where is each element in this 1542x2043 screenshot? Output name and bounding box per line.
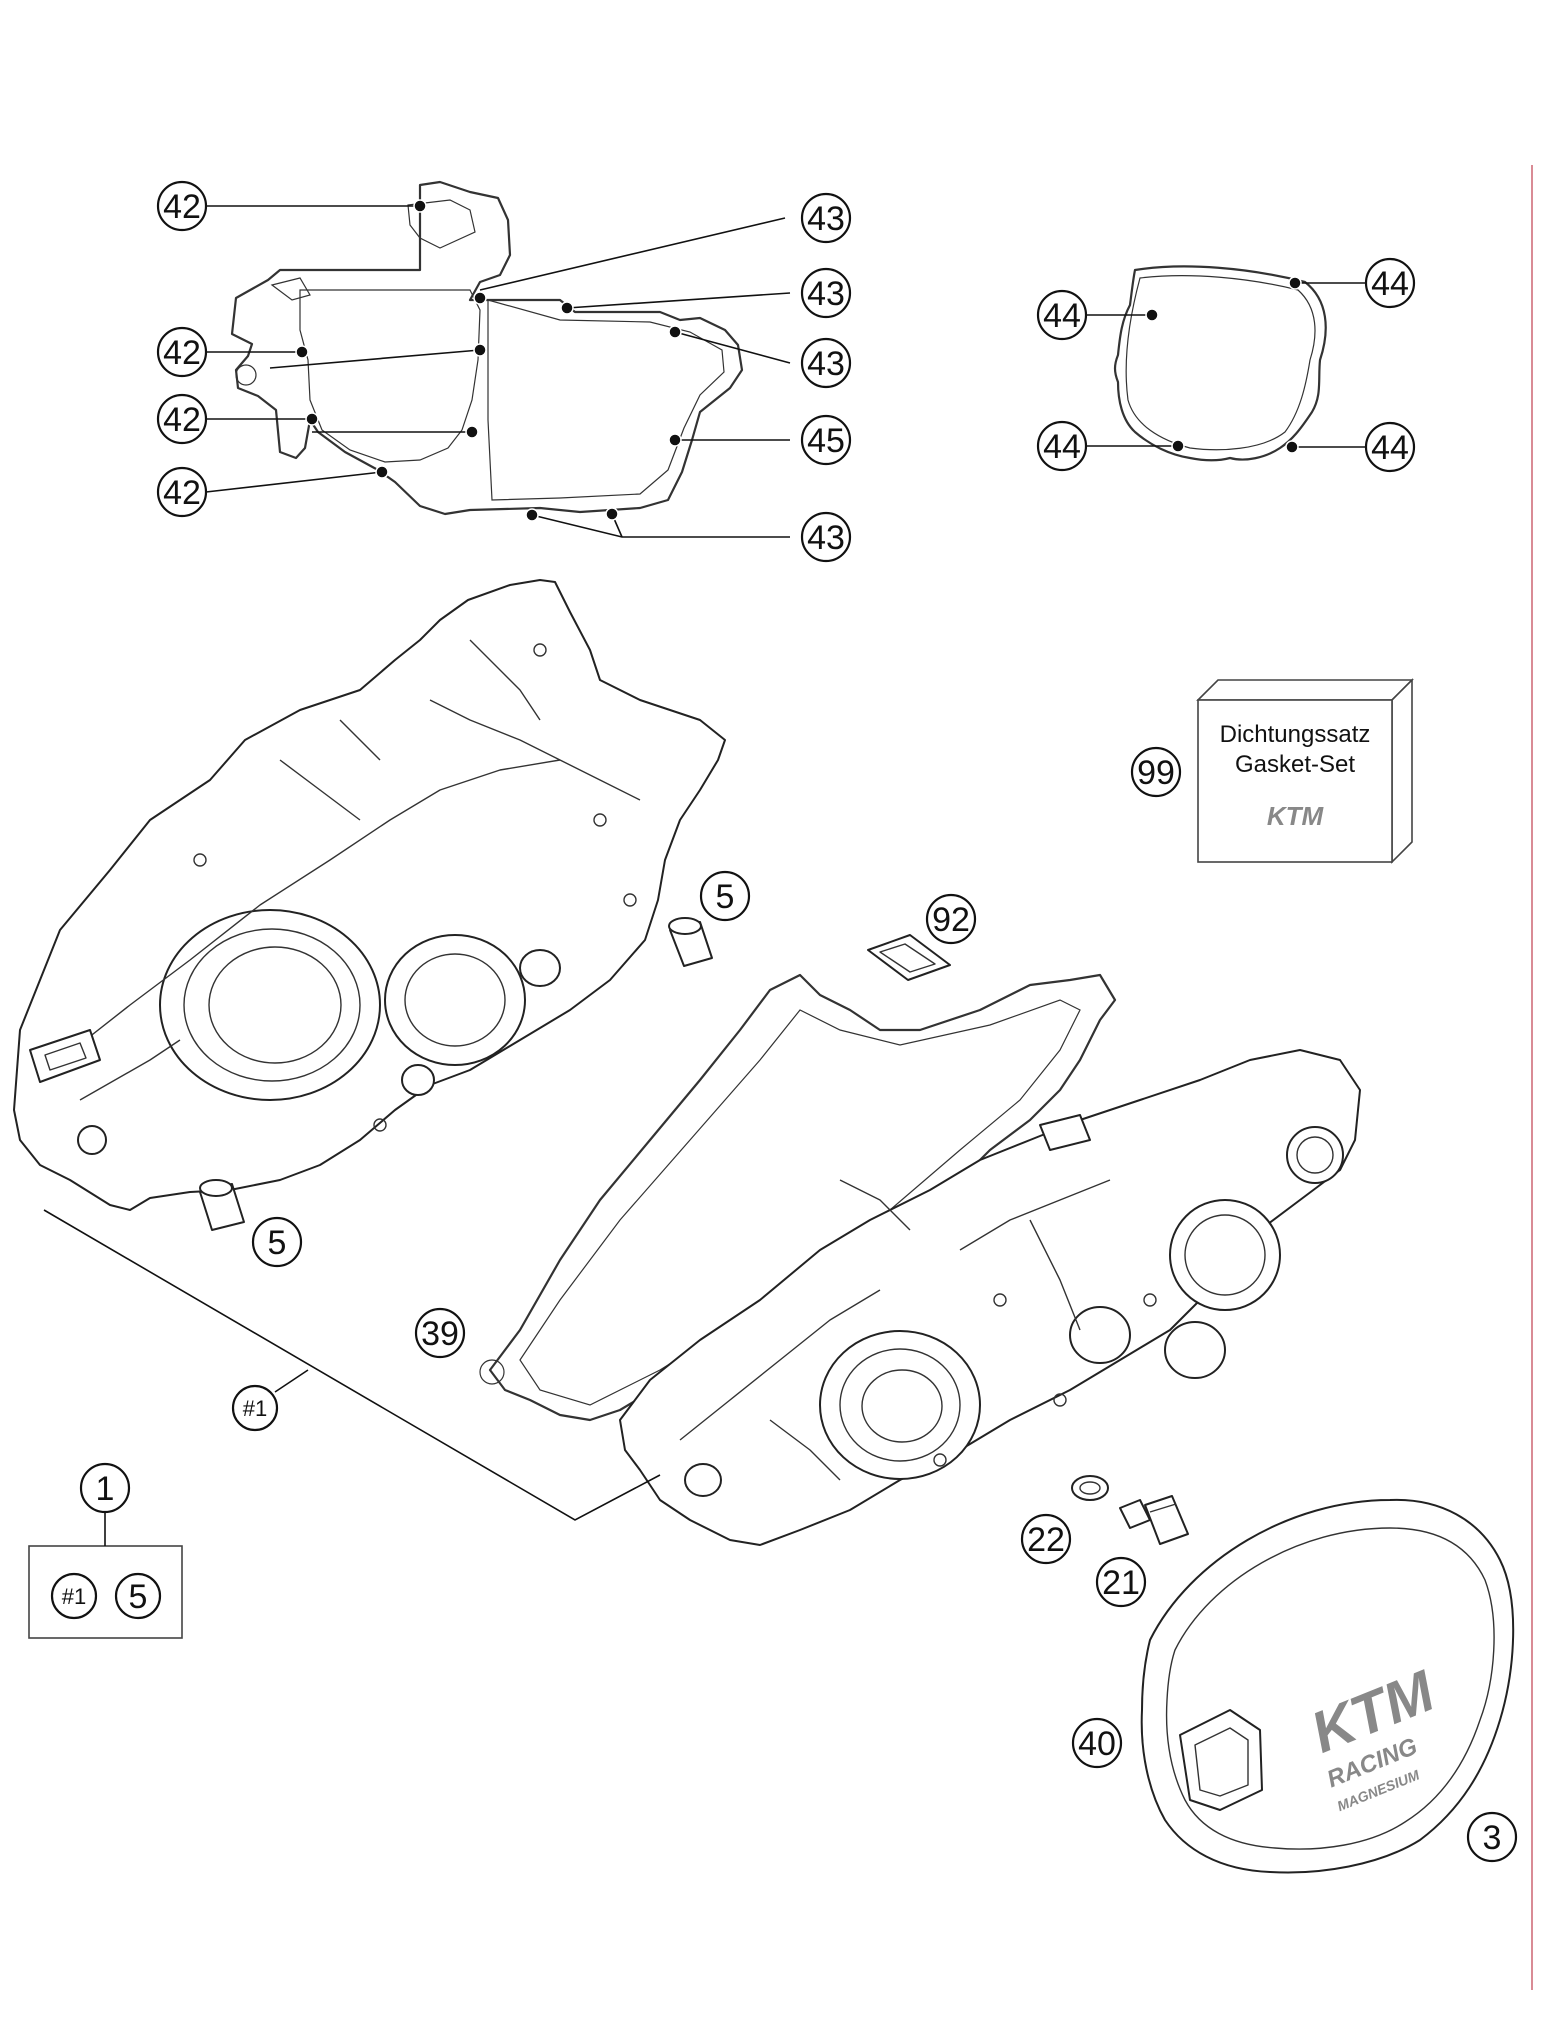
callout-43-a: 43 — [800, 192, 852, 244]
svg-text:99: 99 — [1137, 754, 1175, 792]
callout-43-c: 43 — [800, 337, 852, 389]
callout-44-a: 44 — [1036, 289, 1088, 341]
svg-text:43: 43 — [807, 275, 845, 313]
callout-45: 45 — [800, 414, 852, 466]
svg-text:5: 5 — [268, 1224, 287, 1262]
svg-text:40: 40 — [1078, 1725, 1116, 1763]
callout-39: 39 — [414, 1307, 466, 1359]
callout-42-b: 42 — [156, 326, 208, 378]
callout-44-c: 44 — [1036, 420, 1088, 472]
callout-42-c: 42 — [156, 393, 208, 445]
svg-text:43: 43 — [807, 200, 845, 238]
callout-1: 1 — [79, 1462, 131, 1514]
gasket-set-title-line2: Gasket-Set — [1235, 751, 1355, 778]
callout-44-b: 44 — [1364, 257, 1416, 309]
svg-text:42: 42 — [163, 334, 201, 372]
svg-text:1: 1 — [96, 1470, 115, 1508]
svg-text:42: 42 — [163, 474, 201, 512]
svg-text:42: 42 — [163, 188, 201, 226]
dowel-sleeve-upper — [668, 917, 713, 967]
svg-text:43: 43 — [807, 345, 845, 383]
svg-text:92: 92 — [932, 901, 970, 939]
svg-text:43: 43 — [807, 519, 845, 557]
callout-43-b: 43 — [800, 267, 852, 319]
svg-text:3: 3 — [1483, 1819, 1502, 1857]
kit-box-item-1: #1 — [62, 1584, 86, 1609]
callout-42-d: 42 — [156, 466, 208, 518]
callout-42-a: 42 — [156, 180, 208, 232]
svg-text:45: 45 — [807, 422, 845, 460]
svg-text:21: 21 — [1102, 1564, 1140, 1602]
crankcase-group-bracket — [43, 1209, 661, 1521]
svg-text:5: 5 — [716, 878, 735, 916]
callout-5-upper: 5 — [699, 870, 751, 922]
callout-21: 21 — [1095, 1556, 1147, 1608]
ignition-cover-gasket — [1113, 265, 1327, 462]
callout-3: 3 — [1466, 1811, 1518, 1863]
left-crankcase-half — [13, 579, 726, 1211]
right-crankcase-half — [619, 1049, 1361, 1546]
svg-text:39: 39 — [421, 1315, 459, 1353]
callout-5-lower: 5 — [251, 1216, 303, 1268]
gasket-set-box: Dichtungssatz Gasket-Set KTM — [1196, 678, 1414, 864]
callout-22: 22 — [1020, 1513, 1072, 1565]
callout-43-d: 43 — [800, 511, 852, 563]
kit-box-item-2: 5 — [129, 1578, 148, 1616]
svg-text:42: 42 — [163, 401, 201, 439]
callout-99: 99 — [1130, 746, 1182, 798]
shim-92 — [867, 934, 951, 981]
callout-group-1: #1 — [231, 1384, 279, 1432]
callout-92: 92 — [925, 893, 977, 945]
dowel-sleeve-lower — [199, 1179, 245, 1231]
svg-text:44: 44 — [1371, 429, 1409, 467]
callout-40: 40 — [1071, 1717, 1123, 1769]
assembly-kit-box: #1 5 — [28, 1512, 183, 1639]
crankcase-gasket — [230, 180, 744, 516]
gasket-set-title-line1: Dichtungssatz — [1220, 721, 1371, 748]
gasket-set-brand-logo: KTM — [1267, 801, 1325, 831]
svg-text:#1: #1 — [243, 1396, 267, 1421]
svg-text:44: 44 — [1043, 428, 1081, 466]
svg-text:22: 22 — [1027, 1521, 1065, 1559]
sealing-washer — [1071, 1475, 1109, 1501]
svg-text:44: 44 — [1043, 297, 1081, 335]
callout-44-d: 44 — [1364, 421, 1416, 473]
gasket-anchor-dots — [295, 199, 1302, 522]
svg-text:44: 44 — [1371, 265, 1409, 303]
drain-plug — [1119, 1495, 1189, 1545]
ignition-cover: KTM RACING MAGNESIUM — [1140, 1498, 1515, 1874]
leader-lines — [205, 205, 1366, 538]
